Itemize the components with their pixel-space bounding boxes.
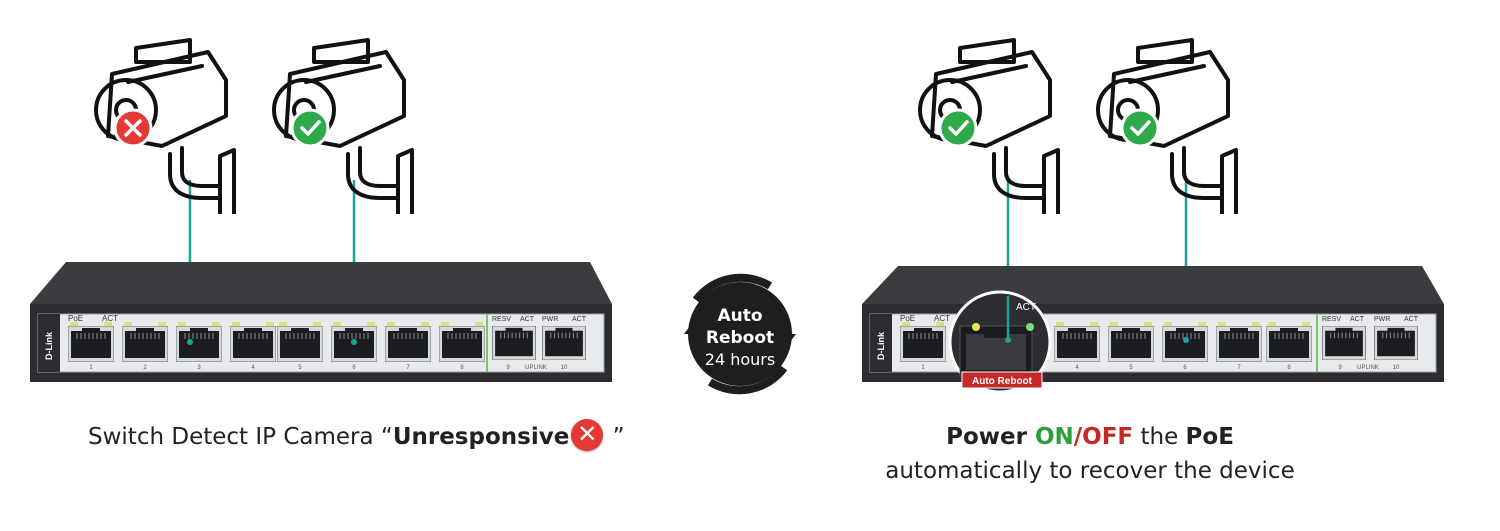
- port-number-7: 7: [1237, 365, 1241, 371]
- switch-brand-logo: D-Link: [876, 331, 886, 360]
- act-label: ACT: [102, 314, 118, 323]
- port-1: [68, 326, 114, 362]
- caption-power: Power: [946, 424, 1035, 450]
- port-number-5: 5: [298, 365, 302, 371]
- zoom-act-label: ACT: [1016, 302, 1036, 313]
- poe-switch-left: D-Link PoE ACT RESV ACT PWR ACT: [30, 262, 612, 382]
- left-caption-prefix: Switch Detect IP Camera “: [88, 424, 393, 450]
- uplink-act-label-1: ACT: [1350, 316, 1365, 323]
- port-2: [122, 326, 168, 362]
- port-number-2: 2: [143, 365, 147, 371]
- port-number-10: 10: [561, 365, 568, 371]
- port-number-1: 1: [89, 365, 93, 371]
- port-4: [230, 326, 276, 362]
- check-mark-icon: [938, 108, 978, 148]
- port-number-6: 6: [352, 365, 356, 371]
- left-caption-suffix: ”: [605, 424, 625, 450]
- port-number-4: 4: [251, 365, 255, 371]
- camera-4-icon: [1096, 38, 1238, 214]
- poe-label: PoE: [68, 314, 83, 323]
- right-caption: Power ON/OFF the PoE automatically to re…: [880, 420, 1300, 488]
- port-7: [385, 326, 431, 362]
- uplink-label: UPLINK: [525, 365, 547, 371]
- uplink-label: UPLINK: [1357, 365, 1379, 371]
- port-9: [492, 326, 536, 360]
- port-7: [1216, 326, 1262, 362]
- port-number-10: 10: [1393, 365, 1400, 371]
- switch-brand-logo: D-Link: [44, 331, 54, 360]
- zoom-magnifier: ACT Auto Reboot: [948, 290, 1052, 394]
- port-number-6: 6: [1183, 365, 1187, 371]
- port-10: [542, 326, 586, 360]
- badge-line-2: Reboot: [705, 328, 775, 348]
- resv-label: RESV: [492, 316, 511, 323]
- port-1: [900, 326, 946, 362]
- caption-poe: PoE: [1185, 424, 1234, 450]
- pwr-label: PWR: [542, 316, 558, 323]
- port-6: [1162, 326, 1208, 362]
- uplink-act-label-2: ACT: [1404, 316, 1419, 323]
- port-number-8: 8: [1287, 365, 1291, 371]
- port-number-5: 5: [1129, 365, 1133, 371]
- poe-label: PoE: [900, 314, 915, 323]
- camera-3-icon: [918, 38, 1060, 214]
- badge-line-3: 24 hours: [704, 350, 776, 369]
- act-label: ACT: [934, 314, 950, 323]
- check-mark-icon: [1120, 108, 1160, 148]
- pwr-label: PWR: [1374, 316, 1390, 323]
- port-number-1: 1: [921, 365, 925, 371]
- caption-the: the: [1133, 424, 1186, 450]
- poe-switch-right: D-Link PoE ACT RESV ACT PWR ACT 1 4 5 6 …: [862, 266, 1444, 382]
- resv-label: RESV: [1322, 316, 1341, 323]
- port-4: [1054, 326, 1100, 362]
- right-caption-line-1: Power ON/OFF the PoE: [880, 420, 1300, 454]
- x-mark-icon: ✕: [571, 418, 604, 451]
- right-caption-line-2: automatically to recover the device: [885, 458, 1295, 484]
- port-number-9: 9: [1338, 365, 1342, 371]
- port-leds: [70, 322, 483, 326]
- caption-on: ON: [1034, 424, 1074, 450]
- port-8: [439, 326, 485, 362]
- uplink-act-label-1: ACT: [520, 316, 535, 323]
- auto-reboot-tag: Auto Reboot: [972, 376, 1033, 387]
- caption-slash: /: [1073, 424, 1083, 450]
- port-number-3: 3: [197, 365, 201, 371]
- check-mark-icon: [290, 108, 330, 148]
- port-3: [176, 326, 222, 362]
- port-5: [277, 326, 323, 362]
- port-number-8: 8: [460, 365, 464, 371]
- x-mark-icon: [113, 108, 153, 148]
- port-number-4: 4: [1075, 365, 1079, 371]
- left-caption-bold: Unresponsive: [392, 424, 570, 450]
- uplink-act-label-2: ACT: [572, 316, 587, 323]
- port-8: [1266, 326, 1312, 362]
- left-caption: Switch Detect IP Camera “Unresponsive✕ ”: [88, 418, 625, 454]
- port-leds: [902, 322, 1310, 326]
- auto-reboot-badge: Auto Reboot 24 hours: [684, 278, 796, 390]
- auto-reboot-badge-icon: [684, 273, 796, 395]
- port-9: [1322, 326, 1366, 360]
- port-5: [1108, 326, 1154, 362]
- port-number-7: 7: [406, 365, 410, 371]
- port-number-9: 9: [506, 365, 510, 371]
- caption-off: OFF: [1082, 424, 1134, 450]
- badge-line-1: Auto: [717, 306, 763, 326]
- port-10: [1374, 326, 1418, 360]
